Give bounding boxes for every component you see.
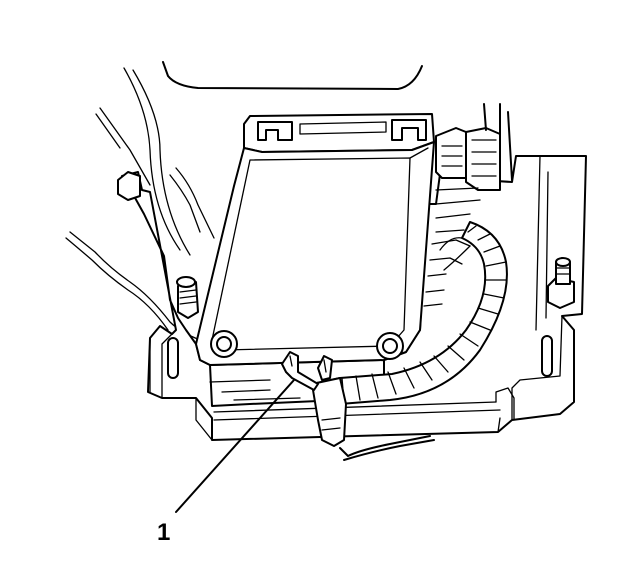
callout-1-leader-line [175, 379, 295, 513]
left-mounting-stud [176, 276, 199, 319]
bracket-lower-right-flange [495, 387, 515, 433]
upper-housing-outline [162, 61, 423, 90]
module-screw-right [376, 332, 404, 360]
callout-1-label: 1 [157, 519, 170, 546]
module-screw-left [210, 330, 238, 358]
harness-retainer-clips [281, 351, 435, 461]
callout-1: 1 [157, 379, 295, 546]
electrical-connectors [423, 103, 513, 307]
right-mounting-stud [547, 257, 575, 309]
control-module [195, 113, 435, 366]
left-console-trim [65, 67, 215, 341]
